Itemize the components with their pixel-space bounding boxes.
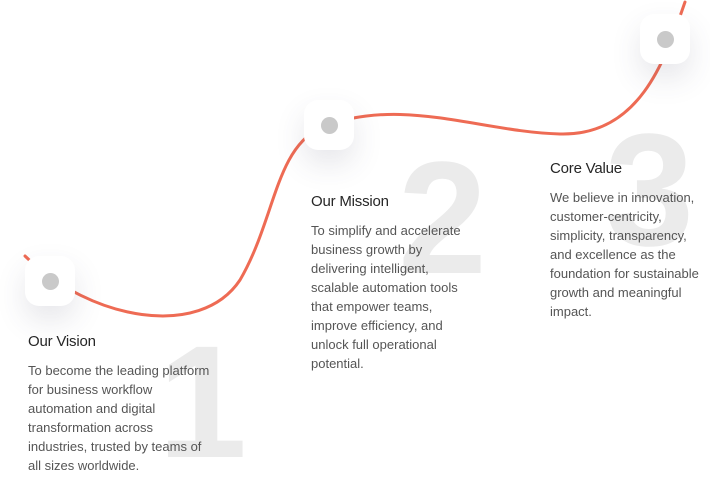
step-2-description: To simplify and accelerate business grow…	[311, 223, 461, 371]
step-3-node-dot	[656, 30, 674, 48]
step-1-node-dot	[41, 272, 59, 290]
step-1-node	[25, 256, 75, 306]
step-2-title: Our Mission	[311, 193, 389, 210]
step-2-block: Our Mission To simplify and accelerate b…	[311, 193, 476, 373]
step-1-watermark-number: 1	[158, 312, 247, 491]
step-2-watermark-number: 2	[398, 128, 487, 307]
step-2-node	[304, 100, 354, 150]
step-1-description: To become the leading platform for busin…	[28, 363, 210, 473]
step-3-node	[640, 14, 690, 64]
step-3-description: We believe in innovation, customer-centr…	[550, 190, 699, 319]
step-3-block: Core Value We believe in innovation, cus…	[550, 160, 702, 321]
step-1-block: Our Vision To become the leading platfor…	[28, 333, 210, 475]
step-3-watermark-number: 3	[605, 100, 694, 279]
step-3-title: Core Value	[550, 160, 622, 177]
step-2-node-dot	[320, 116, 338, 134]
step-1-title: Our Vision	[28, 333, 96, 350]
